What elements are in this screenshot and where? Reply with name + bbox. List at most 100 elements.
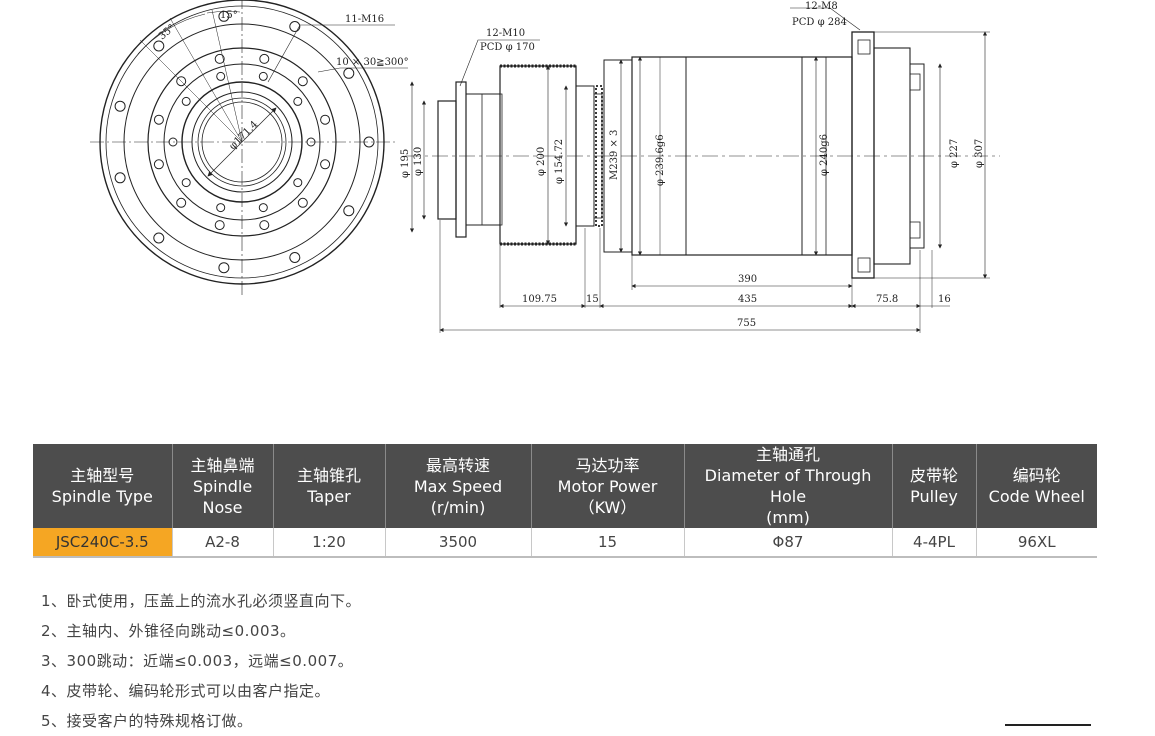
header-zh: 主轴型号: [70, 466, 135, 485]
bolt-hole: [343, 205, 355, 217]
bolt-hole: [168, 137, 178, 147]
note-item: 5、接受客户的特殊规格订做。: [41, 712, 253, 730]
bolt-hole: [297, 197, 308, 208]
bolt-hole: [216, 71, 226, 81]
bolt-hole: [293, 178, 303, 188]
dia-130-label: φ 130: [413, 147, 424, 176]
cell-through-hole: Φ87: [684, 528, 893, 558]
bolt-hole: [259, 53, 270, 64]
bolt-hole: [306, 137, 316, 147]
len-435-label: 435: [738, 294, 757, 305]
table-row: JSC240C-3.5 A2-8 1:20 3500 15 Φ87 4-4PL …: [33, 528, 1097, 558]
bolt-hole: [176, 76, 187, 87]
dia-195-label: φ 195: [400, 149, 411, 178]
header-pulley: 皮带轮 Pulley: [892, 444, 977, 528]
note-item: 2、主轴内、外锥径向跳动≤0.003。: [41, 622, 296, 640]
bolt-hole: [289, 21, 301, 32]
dia-200-label: φ 200: [536, 147, 547, 176]
header-en: Motor Power: [557, 476, 658, 496]
dia-239-label: φ 239.6g6: [655, 134, 666, 186]
header-spindle-nose: 主轴鼻端 Spindle Nose: [172, 444, 274, 528]
header-en2: (r/min): [430, 497, 486, 517]
bolt-hole: [153, 159, 164, 170]
pcd-170-label: PCD φ 170: [480, 42, 535, 53]
len-109-label: 109.75: [522, 294, 557, 305]
len-755-label: 755: [737, 318, 756, 329]
bolt-hole: [153, 232, 165, 244]
header-through-hole: 主轴通孔 Diameter of Through Hole (mm): [684, 444, 893, 528]
bolt-hole: [343, 67, 355, 79]
angle-15-label: 15°: [220, 10, 238, 21]
dia-171-label: φ171.4: [227, 119, 260, 152]
bolt-hole: [259, 220, 270, 231]
header-zh: 编码轮: [1012, 466, 1061, 485]
bolt-hole: [258, 203, 268, 213]
note-item: 3、300跳动：近端≤0.003，远端≤0.007。: [41, 652, 354, 670]
bolt-hole: [293, 96, 303, 106]
cell-max-speed: 3500: [385, 528, 532, 558]
dia-307-label: φ 307: [974, 139, 985, 168]
header-en: Taper: [307, 487, 351, 506]
header-en: Pulley: [910, 487, 958, 506]
header-zh: 主轴通孔: [755, 445, 820, 464]
len-15-label: 15: [586, 294, 599, 305]
header-en: Diameter of Through Hole: [704, 466, 872, 506]
bolt-hole: [320, 114, 331, 125]
cell-code-wheel: 96XL: [976, 528, 1097, 558]
header-code-wheel: 编码轮 Code Wheel: [976, 444, 1097, 528]
note-item: 4、皮带轮、编码轮形式可以由客户指定。: [41, 682, 331, 700]
header-zh: 马达功率: [575, 455, 640, 475]
bolt-hole: [214, 53, 225, 64]
header-en: Spindle Type: [51, 487, 153, 506]
bolt-hole: [289, 252, 301, 263]
header-zh: 主轴锥孔: [296, 466, 361, 485]
spec-table: 主轴型号 Spindle Type 主轴鼻端 Spindle Nose 主轴锥孔…: [33, 444, 1097, 558]
thread-11-m16-label: 11-M16: [345, 14, 384, 25]
header-zh: 主轴鼻端: [190, 455, 255, 475]
bolt-hole: [320, 159, 331, 170]
header-en2: （KW）: [578, 497, 637, 517]
header-en2: (mm): [766, 508, 810, 527]
header-zh: 最高转速: [425, 455, 490, 475]
header-en: Spindle: [192, 476, 253, 496]
technical-drawing: 35° 15° 11-M16 10 × 30≧300° φ171.4: [90, 0, 1000, 333]
front-view: [90, 0, 408, 295]
header-en: Code Wheel: [988, 487, 1085, 506]
header-motor-power: 马达功率 Motor Power （KW）: [531, 444, 685, 528]
bolt-hole: [218, 262, 230, 274]
header-max-speed: 最高转速 Max Speed (r/min): [385, 444, 532, 528]
pcd-284-label: PCD φ 284: [792, 17, 847, 28]
cell-model: JSC240C-3.5: [33, 528, 173, 558]
bolt-hole: [181, 178, 191, 188]
len-390-label: 390: [738, 274, 757, 285]
header-spindle-type: 主轴型号 Spindle Type: [33, 444, 173, 528]
thread-12-m10-label: 12-M10: [486, 28, 525, 39]
len-16-label: 16: [938, 294, 951, 305]
bolt-hole: [181, 96, 191, 106]
header-en: Max Speed: [413, 476, 503, 496]
header-zh: 皮带轮: [909, 466, 958, 485]
header-en2: Nose: [202, 497, 243, 517]
bolt-hole: [218, 10, 230, 22]
bolt-hole: [363, 136, 375, 148]
side-view: [405, 7, 1000, 333]
bolt-hole: [176, 197, 187, 208]
cell-pulley: 4-4PL: [892, 528, 977, 558]
table-header-row: 主轴型号 Spindle Type 主轴鼻端 Spindle Nose 主轴锥孔…: [33, 444, 1097, 528]
bolt-hole: [216, 203, 226, 213]
len-75-label: 75.8: [876, 294, 898, 305]
bolt-hole: [214, 220, 225, 231]
notes-list: 1、卧式使用，压盖上的流水孔必须竖直向下。 2、主轴内、外锥径向跳动≤0.003…: [41, 586, 361, 736]
bolt-hole: [114, 100, 126, 112]
note-item: 1、卧式使用，压盖上的流水孔必须竖直向下。: [41, 592, 362, 610]
bolt-hole: [114, 172, 126, 184]
bolt-hole: [153, 40, 165, 52]
bolt-hole: [258, 71, 268, 81]
dia-227-label: φ 227: [949, 139, 960, 168]
front-bolt-holes: [114, 10, 375, 274]
bolt-hole: [153, 114, 164, 125]
dia-154-label: φ 154.72: [554, 139, 565, 184]
side-labels: 12-M10 PCD φ 170 12-M8 PCD φ 284 φ 195 φ…: [400, 1, 985, 329]
corner-mark: [1005, 724, 1091, 726]
holes-10x30-label: 10 × 30≧300°: [336, 57, 409, 68]
